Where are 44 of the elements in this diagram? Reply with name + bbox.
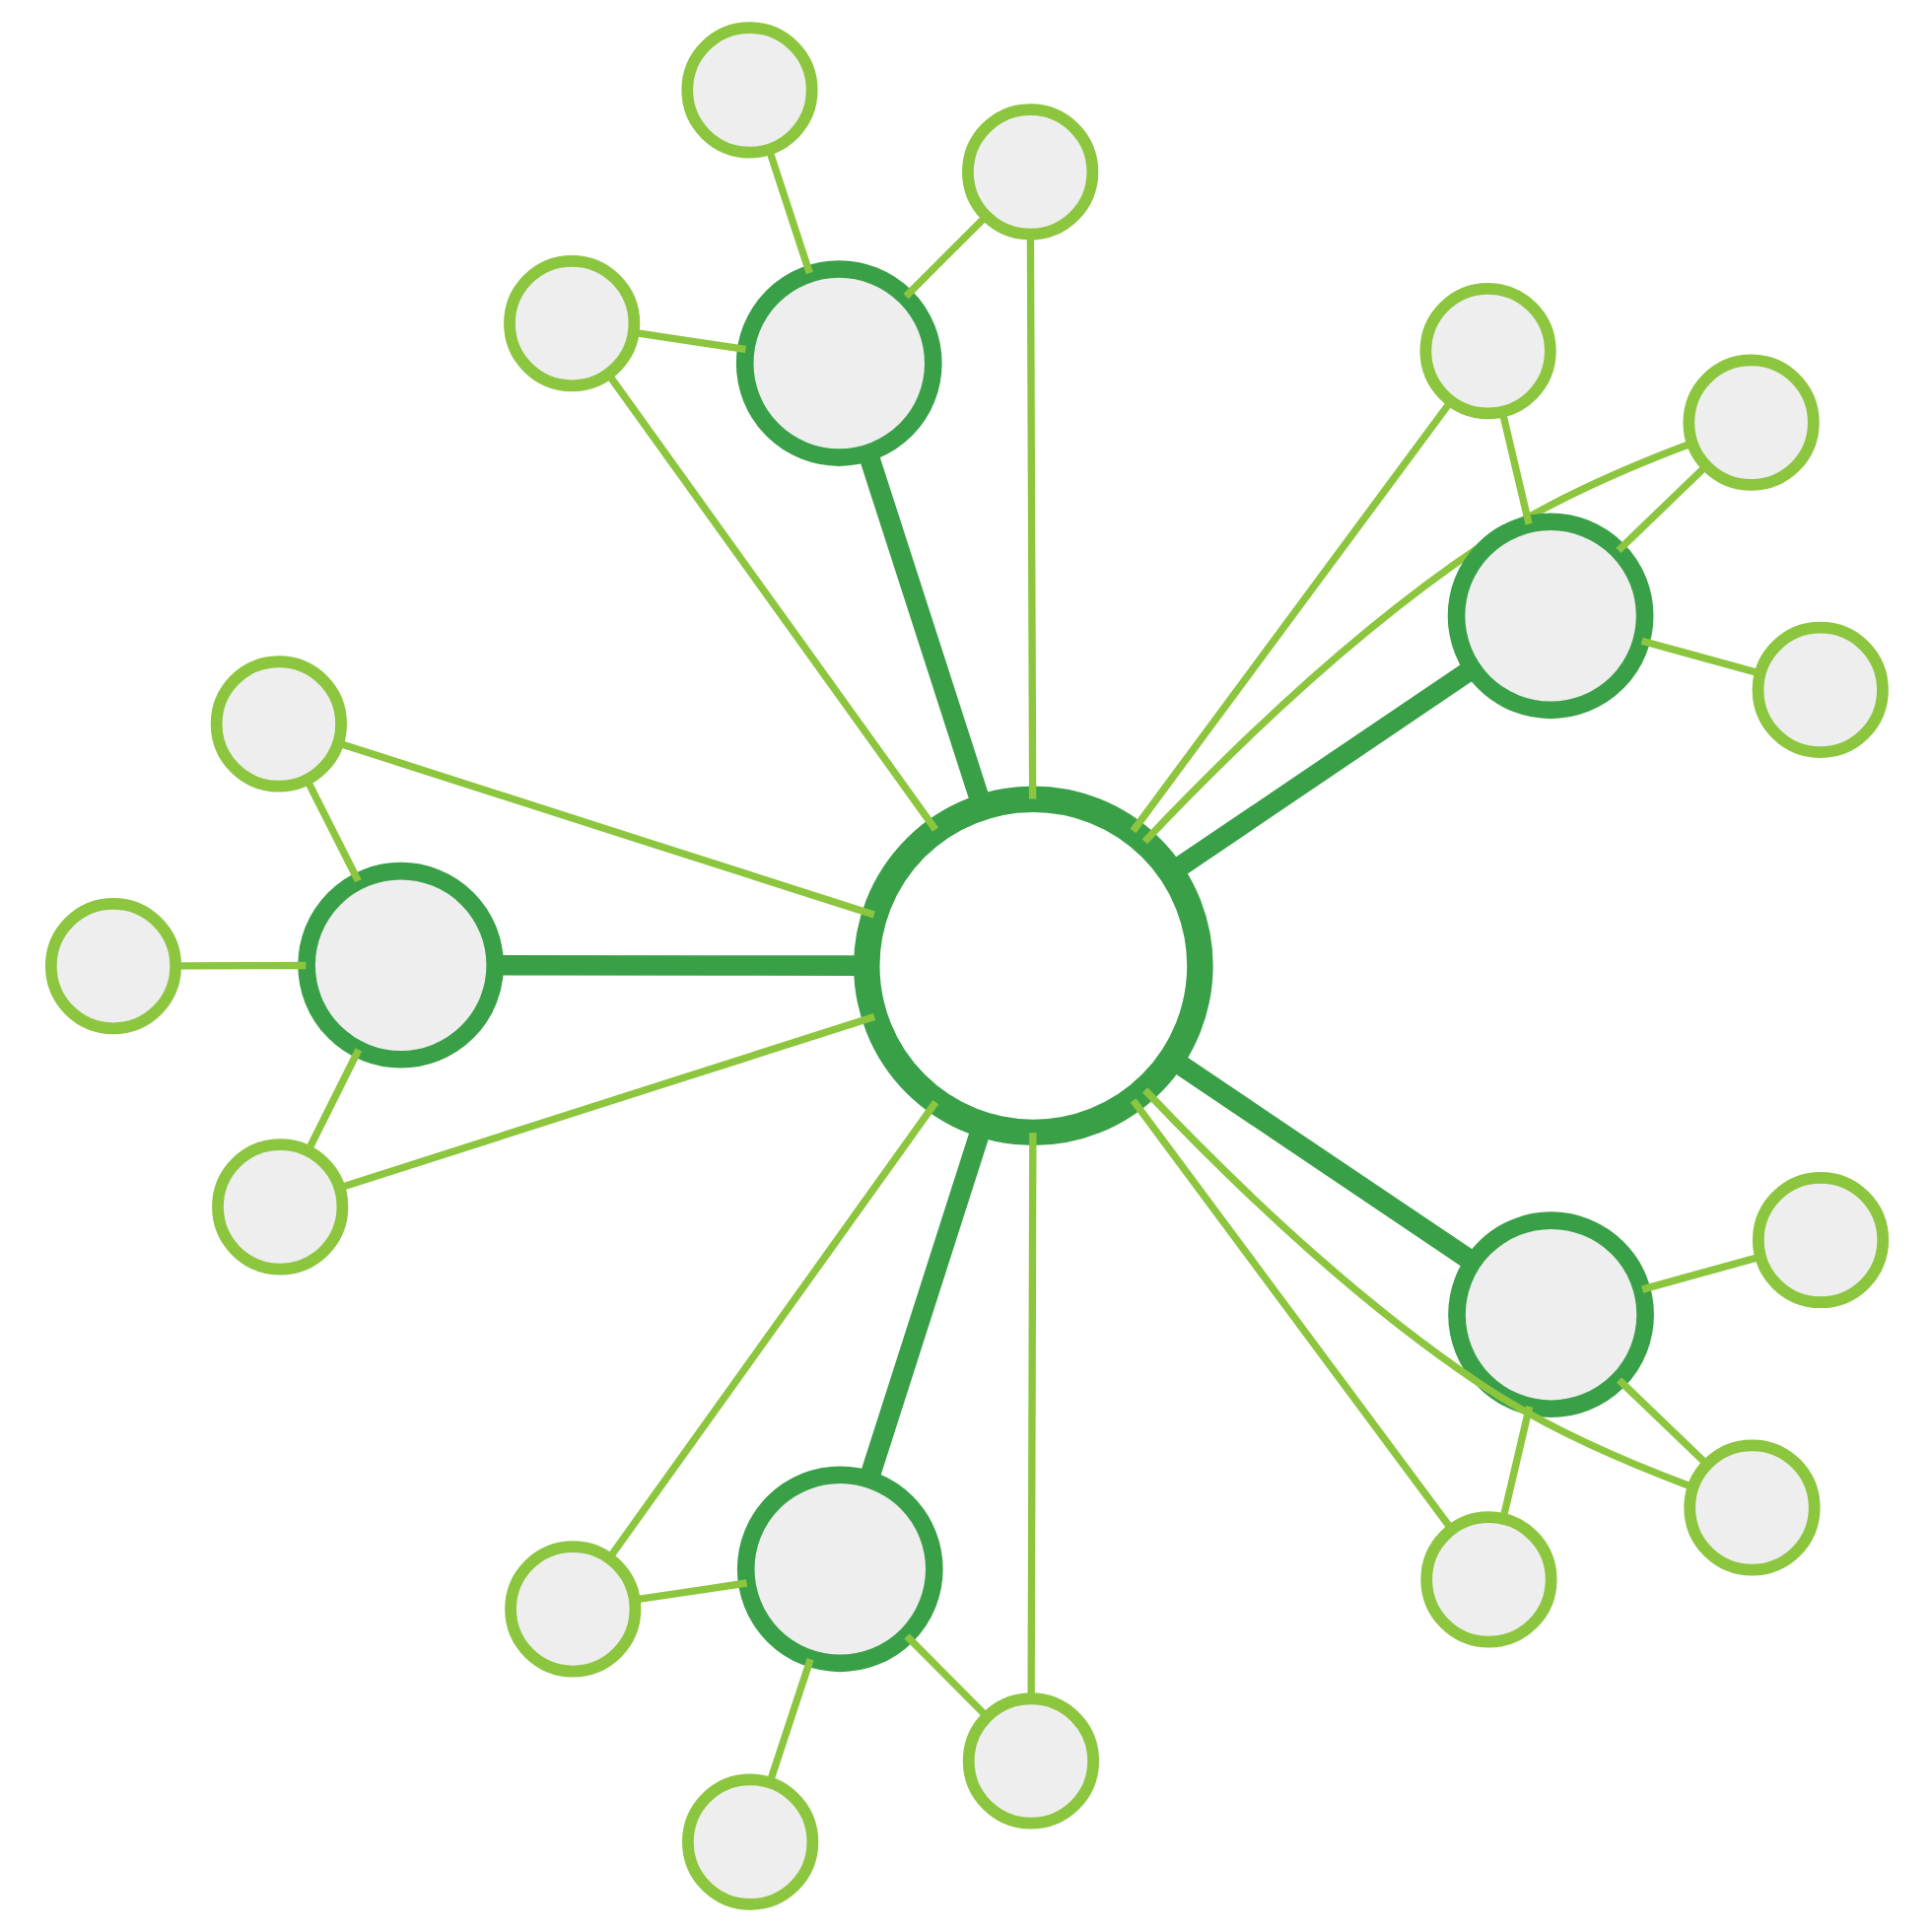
node-person xyxy=(1751,1171,1889,1309)
connector xyxy=(338,1012,875,1192)
connector xyxy=(604,373,937,832)
node-person xyxy=(1418,283,1555,420)
node-circle xyxy=(853,786,1212,1146)
connector xyxy=(1640,1253,1760,1293)
connector xyxy=(1140,1087,1692,1490)
connector xyxy=(303,778,361,883)
connector xyxy=(1616,1377,1708,1467)
node-person xyxy=(209,656,346,793)
node-person xyxy=(1419,1511,1556,1648)
node-person xyxy=(43,897,181,1035)
connector xyxy=(1498,1406,1533,1520)
connector xyxy=(1025,235,1036,799)
node-person xyxy=(961,1692,1099,1829)
node-person xyxy=(681,1773,818,1910)
connector xyxy=(1129,1098,1454,1532)
connector xyxy=(765,1658,813,1784)
node-person xyxy=(1446,513,1653,720)
connector xyxy=(1140,440,1693,845)
connector xyxy=(304,1048,362,1153)
connector xyxy=(1497,411,1532,525)
node-person xyxy=(211,1138,348,1276)
connector xyxy=(903,1633,989,1719)
connector xyxy=(902,214,988,300)
node-person xyxy=(735,1466,942,1673)
node-person xyxy=(734,260,941,466)
node-person xyxy=(297,862,504,1069)
connector xyxy=(1615,463,1707,554)
node-person xyxy=(961,104,1098,241)
connector xyxy=(1026,1133,1036,1699)
connector xyxy=(1639,637,1760,677)
node-person xyxy=(680,22,817,159)
connector xyxy=(1129,398,1453,834)
connector xyxy=(337,739,874,919)
node-person xyxy=(1751,621,1888,758)
node-person xyxy=(1682,354,1819,491)
connector xyxy=(764,149,812,275)
connector xyxy=(175,961,306,970)
connector xyxy=(605,1100,938,1560)
node-person xyxy=(1447,1211,1653,1418)
node-person xyxy=(504,1541,641,1678)
node-person xyxy=(1683,1439,1820,1576)
node-person xyxy=(503,254,640,392)
